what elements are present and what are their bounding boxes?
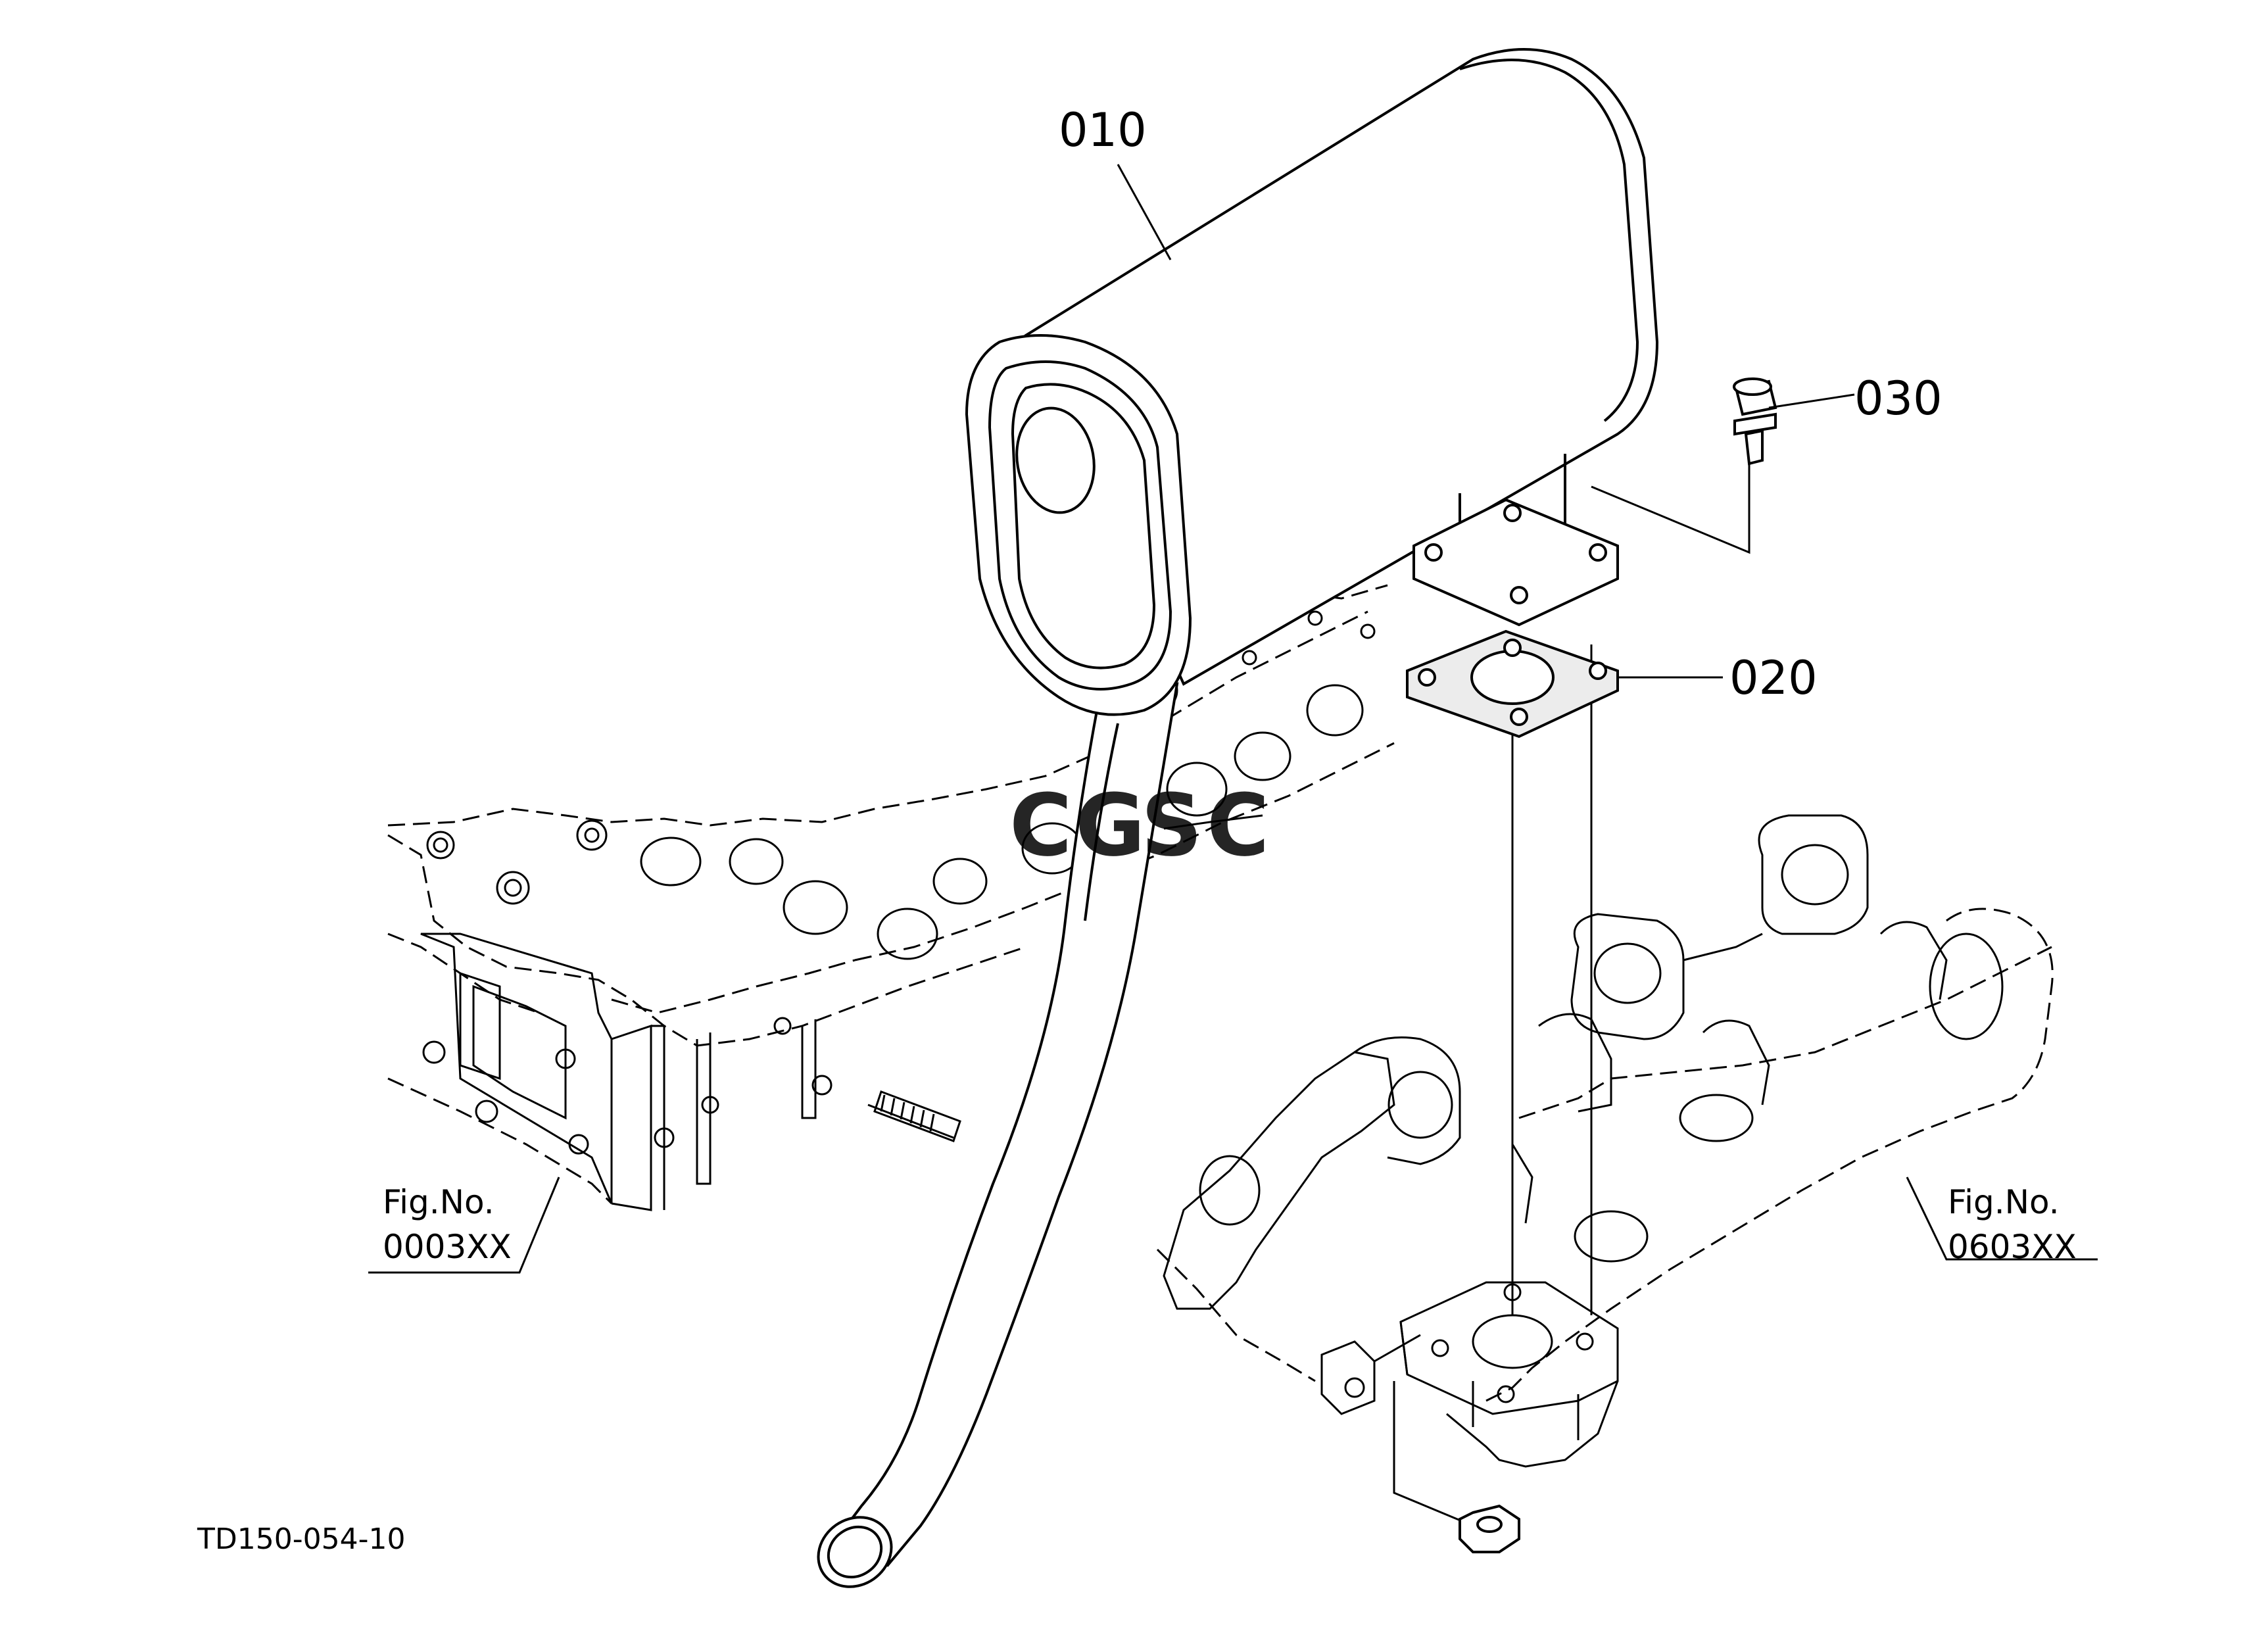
watermark: C G S C <box>1009 775 1269 875</box>
hex-nut <box>1459 1504 1520 1553</box>
watermark-letter-2: G <box>1075 775 1146 875</box>
muffler-assembly <box>817 48 1659 1588</box>
figure-reference-left: Fig.No. 0003XX <box>383 1183 512 1266</box>
watermark-letter-4: C <box>1207 775 1269 875</box>
figure-reference-right: Fig.No. 0603XX <box>1948 1183 2077 1266</box>
figref-left-label: Fig.No. <box>383 1183 495 1221</box>
cylinder-head-reference <box>387 577 1395 1211</box>
figref-right-number: 0603XX <box>1948 1228 2077 1266</box>
gasket <box>1406 629 1619 739</box>
callout-030: 030 <box>1854 372 1942 425</box>
exhaust-manifold-reference <box>1156 814 2054 1468</box>
watermark-letter-1: C <box>1009 775 1072 875</box>
flange-bolt <box>1733 377 1777 466</box>
watermark-letter-3: S <box>1141 775 1203 875</box>
callout-leaders <box>368 164 2098 1274</box>
callout-labels: 010 030 020 <box>1059 103 1942 705</box>
assembly-lines <box>1163 460 1750 1527</box>
figref-left-number: 0003XX <box>383 1228 512 1266</box>
drawing-number: TD150-054-10 <box>197 1522 405 1556</box>
callout-020: 020 <box>1729 651 1818 705</box>
callout-010: 010 <box>1059 103 1147 157</box>
figref-right-label: Fig.No. <box>1948 1183 2060 1221</box>
